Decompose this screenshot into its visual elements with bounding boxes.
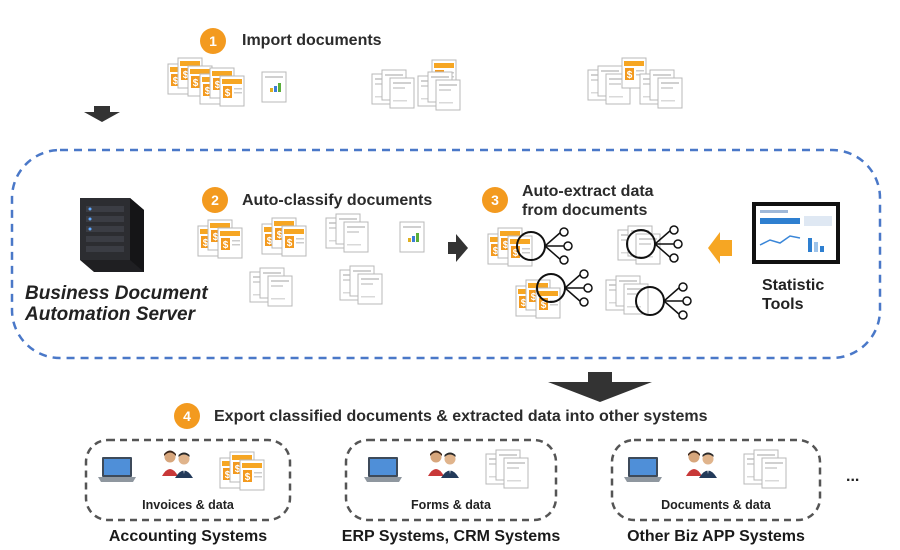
classified-docs: [198, 214, 425, 306]
step-2-title: Auto-classify documents: [242, 192, 433, 209]
accounting-systems-label: Accounting Systems: [108, 528, 268, 545]
laptop-icon: [364, 457, 402, 482]
right-arrow-icon: [448, 234, 468, 262]
erp-crm-box: [344, 438, 558, 522]
more-systems-ellipsis: ...: [846, 468, 860, 485]
laptop-icon: [624, 457, 662, 482]
step-4-title: Export classified documents & extracted …: [214, 408, 708, 425]
statistic-tools-line1: Statistic: [762, 277, 825, 294]
erp-box-label: Forms & data: [411, 498, 491, 512]
step-1-title: Import documents: [242, 32, 382, 49]
step-3-badge: 3: [482, 187, 508, 213]
extract-docs: [488, 225, 692, 320]
accounting-box-label: Invoices & data: [142, 498, 234, 512]
step-2-badge: 2: [202, 187, 228, 213]
step-1-badge: 1: [200, 28, 226, 54]
step-3-title-line2: from documents: [522, 202, 648, 219]
down-arrow-icon: [84, 106, 120, 122]
invoice-docs-icon: [220, 452, 264, 490]
down-arrow-large-icon: [548, 372, 652, 402]
other-biz-systems-label: Other Biz APP Systems: [627, 528, 805, 545]
server-dashed-frame: [10, 148, 882, 360]
people-icon: [162, 450, 193, 478]
import-docs-pile-2: [372, 59, 460, 110]
step-4-badge: 4: [174, 403, 200, 429]
statistic-tools-line2: Tools: [762, 296, 804, 313]
server-title-line1: Business Document: [25, 283, 208, 304]
import-docs-pile-3: [588, 57, 682, 108]
monitor-chart-icon: [752, 202, 840, 264]
other-biz-box: [610, 438, 822, 522]
laptop-icon: [98, 457, 136, 482]
import-docs-pile-1: [168, 58, 287, 106]
form-docs-icon: [486, 450, 528, 488]
people-icon: [686, 450, 717, 478]
generic-docs-icon: [744, 450, 786, 488]
server-title-line2: Automation Server: [25, 304, 195, 325]
people-icon: [428, 450, 459, 478]
left-arrow-orange-icon: [708, 232, 732, 264]
other-box-label: Documents & data: [661, 498, 771, 512]
erp-crm-systems-label: ERP Systems, CRM Systems: [341, 528, 561, 545]
step-3-title-line1: Auto-extract data: [522, 183, 654, 200]
server-icon: [80, 198, 144, 272]
